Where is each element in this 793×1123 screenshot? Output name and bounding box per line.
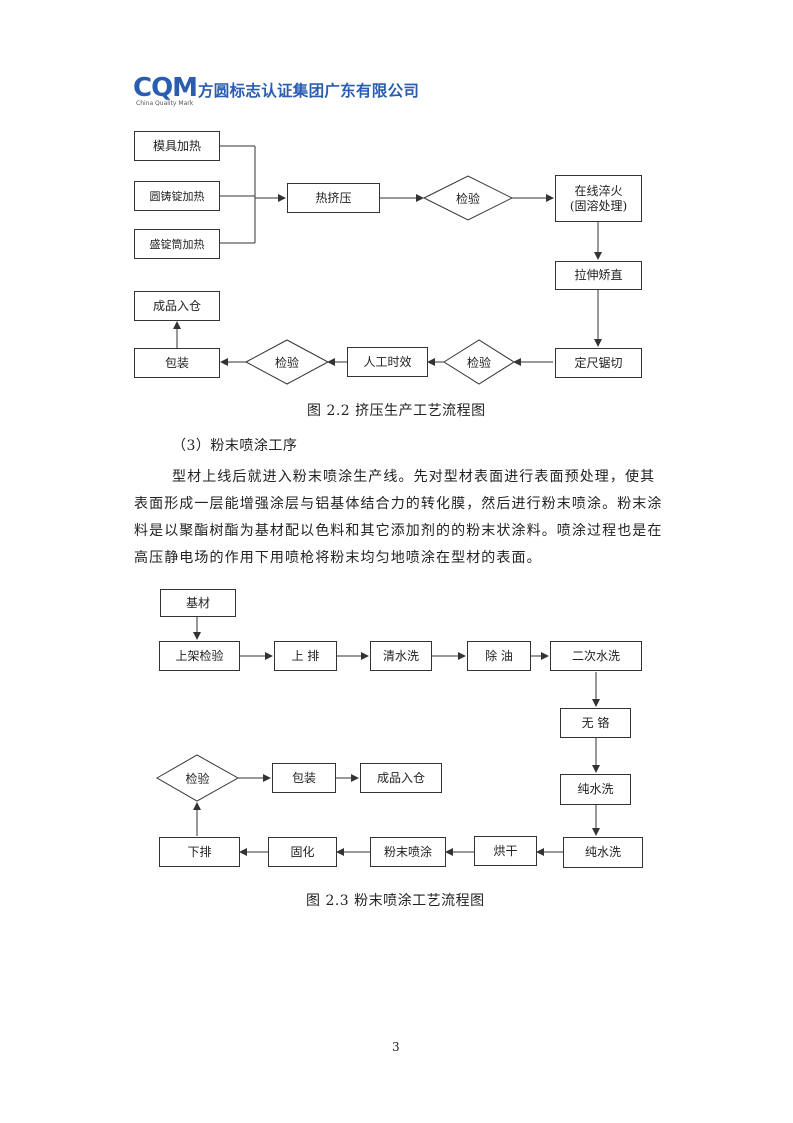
node-second-rinse: 二次水洗 [550, 641, 642, 671]
paragraph-line: 表面形成一层能增强涂层与铝基体结合力的转化膜，然后进行粉末喷涂。粉末涂 [134, 496, 663, 512]
logo-text: CQM [133, 73, 198, 103]
node-online-quench: 在线淬火 (固溶处理) [555, 175, 642, 222]
node-inspection-1: 检验 [455, 191, 480, 206]
node-pure-water-rinse-2: 纯水洗 [563, 837, 643, 868]
logo-subtitle: China Quality Mark [136, 100, 194, 107]
node-load-inspection: 上架检验 [159, 641, 240, 671]
node-warehouse: 成品入仓 [134, 291, 220, 321]
node-chrome-free: 无 铬 [560, 708, 631, 738]
figure-2-3-caption: 图 2.3 粉末喷涂工艺流程图 [306, 893, 485, 909]
paragraph-line: 高压静电场的作用下用喷枪将粉末均匀地喷涂在型材的表面。 [134, 550, 542, 566]
node-inspection: 检验 [185, 771, 210, 786]
page-number: 3 [392, 1040, 400, 1054]
node-container-heating: 盛锭筒加热 [134, 229, 220, 259]
company-name: 方圆标志认证集团广东有限公司 [198, 82, 420, 100]
node-curing: 固化 [268, 837, 337, 867]
node-cut-to-length: 定尺锯切 [555, 348, 642, 378]
node-billet-heating: 圆铸锭加热 [134, 181, 220, 211]
node-inspection-3: 检验 [274, 355, 299, 370]
node-unracking: 下排 [159, 837, 240, 867]
node-drying: 烘干 [474, 836, 537, 866]
figure-2-2-caption: 图 2.2 挤压生产工艺流程图 [307, 403, 486, 419]
node-powder-spray: 粉末喷涂 [370, 837, 446, 867]
node-water-rinse: 清水洗 [370, 641, 432, 671]
node-packaging: 包装 [134, 348, 220, 378]
node-hot-extrusion: 热挤压 [287, 183, 380, 213]
node-warehouse-2: 成品入仓 [360, 763, 442, 793]
paragraph-line: 型材上线后就进入粉末喷涂生产线。先对型材表面进行表面预处理，使其 [172, 469, 656, 485]
node-base-material: 基材 [160, 589, 236, 617]
node-racking: 上 排 [274, 641, 337, 671]
node-artificial-aging: 人工时效 [347, 347, 428, 377]
node-degreasing: 除 油 [467, 641, 531, 671]
section-heading: （3）粉末喷涂工序 [172, 438, 298, 454]
cqm-logo: CQM [133, 73, 198, 103]
node-pure-water-rinse-1: 纯水洗 [560, 774, 631, 805]
node-inspection-2: 检验 [466, 355, 491, 370]
paragraph-line: 料是以聚酯树酯为基材配以色料和其它添加剂的的粉末状涂料。喷涂过程也是在 [134, 523, 663, 539]
node-packaging-2: 包装 [272, 763, 336, 793]
node-mold-heating: 模具加热 [134, 131, 220, 161]
node-stretch-straighten: 拉伸矫直 [555, 261, 642, 290]
